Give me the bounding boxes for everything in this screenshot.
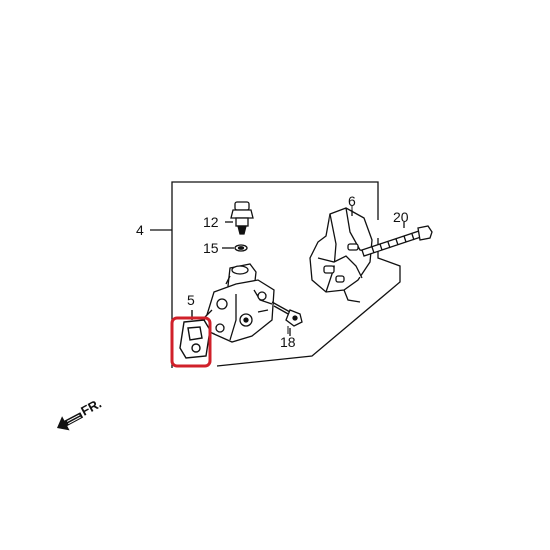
o-ring-part xyxy=(222,244,248,252)
front-arrow-icon xyxy=(57,412,84,431)
callout-12: 12 xyxy=(203,214,219,230)
callout-18: 18 xyxy=(280,334,296,350)
callout-6: 6 xyxy=(348,193,356,209)
leader-lines xyxy=(287,206,353,334)
callout-4: 4 xyxy=(136,222,144,238)
bolt-20-part xyxy=(361,222,433,257)
spool-valve-body xyxy=(203,263,275,343)
front-direction-indicator: FR. xyxy=(57,396,104,431)
bolt-18-part xyxy=(271,301,303,336)
pressure-switch-part xyxy=(225,201,254,235)
gasket-part xyxy=(179,310,211,359)
highlight-box xyxy=(170,316,212,368)
bracket-part xyxy=(309,207,373,303)
callout-5: 5 xyxy=(187,292,195,308)
callout-20: 20 xyxy=(393,209,409,225)
assembly-frame xyxy=(150,181,401,368)
front-label: FR. xyxy=(78,396,104,419)
callout-15: 15 xyxy=(203,240,219,256)
